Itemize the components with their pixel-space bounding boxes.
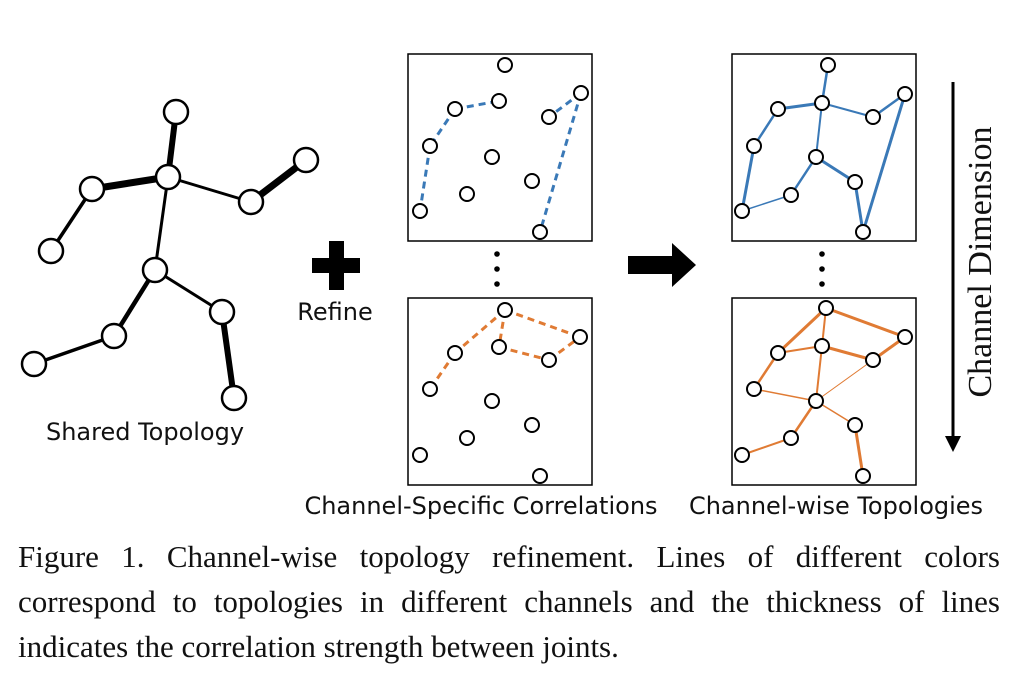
skeleton-bone xyxy=(153,175,170,272)
orange-correlation-joints xyxy=(412,302,588,484)
orange-topology-joints xyxy=(734,300,913,484)
blue-correlation-lines xyxy=(418,91,583,233)
skeleton-joint xyxy=(100,322,128,350)
blue-topology-joints xyxy=(734,57,913,240)
refine-label: Refine xyxy=(297,298,372,326)
skeleton-joint xyxy=(162,98,190,126)
correlation-panel-blue xyxy=(407,53,593,242)
skeleton-joint xyxy=(208,298,236,326)
skeleton-bone xyxy=(219,309,237,401)
correlation-panel-orange xyxy=(407,297,593,486)
orange-topology-lines xyxy=(741,306,907,478)
vertical-ellipsis-left xyxy=(494,251,500,287)
figure-diagram: Shared Topology Refine xyxy=(20,53,999,520)
channel-specific-label: Channel-Specific Correlations xyxy=(304,492,657,520)
skeleton-joint xyxy=(20,350,48,378)
skeleton-joint xyxy=(154,163,182,191)
channel-dimension-arrow xyxy=(945,82,961,452)
caption-prefix: Figure 1. xyxy=(18,539,145,574)
skeleton-bone xyxy=(32,334,116,366)
shared-topology-skeleton xyxy=(32,109,310,401)
skeleton-joint xyxy=(220,384,248,412)
arrow-right-icon xyxy=(628,243,696,287)
channel-dimension-label: Channel Dimension xyxy=(962,126,999,397)
blue-correlation-joints xyxy=(412,57,589,240)
skeleton-joint xyxy=(237,188,265,216)
topology-panel-orange xyxy=(731,297,917,486)
skeleton-joint xyxy=(78,175,106,203)
shared-topology-joints xyxy=(20,98,320,412)
figure-caption: Figure 1. Channel-wise topology refineme… xyxy=(18,534,1000,669)
skeleton-bone xyxy=(166,175,253,204)
vertical-ellipsis-right xyxy=(819,251,825,287)
caption-text: Channel-wise topology refinement. Lines … xyxy=(18,539,1000,664)
skeleton-joint xyxy=(37,237,65,265)
channel-wise-label: Channel-wise Topologies xyxy=(689,492,983,520)
skeleton-joint xyxy=(141,256,169,284)
skeleton-joint xyxy=(292,146,320,174)
shared-topology-label: Shared Topology xyxy=(46,418,244,446)
topology-panel-blue xyxy=(731,53,917,242)
plus-icon xyxy=(312,241,360,290)
blue-topology-lines xyxy=(740,63,907,234)
